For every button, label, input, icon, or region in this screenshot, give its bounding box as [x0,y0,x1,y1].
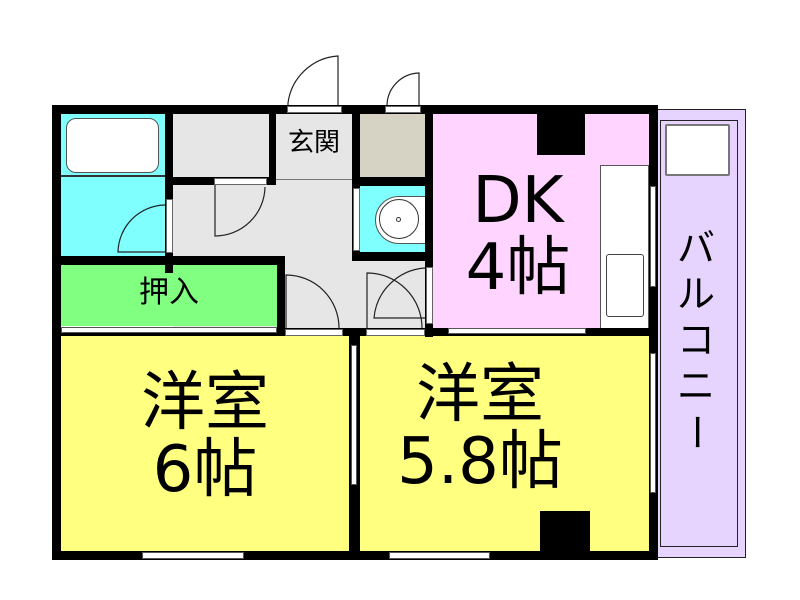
door-dk [426,267,433,324]
drain-icon [396,217,401,222]
door-hall-left [285,329,343,336]
oshiire-label: 押入 [139,275,199,310]
balcony-inner-border [660,120,738,547]
door-washroom [353,188,360,251]
western-room-1-label: 洋室 6帖 [61,366,349,508]
wall-shoe-bottom [352,177,433,186]
shoe-closet [360,114,425,177]
dk-size: 4帖 [465,231,571,306]
wall-oshiire-right [277,256,285,336]
stove [606,254,644,317]
wall-entrance-right [352,105,360,187]
balcony-char: ー [674,412,718,451]
window-room2-right [650,353,656,493]
balcony [652,109,746,558]
balcony-char: コ [676,318,715,362]
window-dk-right [650,186,656,287]
bathtub-line [61,175,165,177]
dk-label: DK 4帖 [433,164,603,306]
dk-pillar [537,114,585,155]
wall-bath-bottom [52,256,285,265]
balcony-label: バ ル コ ニ ー [672,225,720,455]
wall-washroom-bottom [352,252,433,261]
window-rooms-divider [351,345,357,485]
door-toilet [214,178,267,185]
wall-dk-left [425,105,433,337]
western-room-2 [360,336,649,551]
western-room-1-size: 6帖 [152,433,258,508]
bathtub [66,118,159,173]
western-room-2-label: 洋室 5.8帖 [360,358,600,500]
western-room-1-name: 洋室 [141,366,269,440]
entrance [276,114,352,180]
balcony-char: ニ [676,364,715,408]
wall-bath-toilet [165,105,173,273]
door-swing-shoe [386,72,420,106]
western-room-2-size: 5.8帖 [397,425,563,500]
oshiire [61,264,277,326]
window-room1-bottom [142,552,244,559]
western-room-2-pillar [540,511,590,552]
window-dk-bottom [448,328,586,334]
door-bathroom [166,199,173,253]
door-hall-right [366,329,425,336]
dk-name: DK [472,164,564,238]
door-swing-entrance [287,55,339,105]
western-room-1 [61,336,349,551]
wall-toilet-right [269,105,276,185]
balcony-char: バ [676,226,715,270]
balcony-aircon-unit [665,124,730,176]
window-oshiire [61,327,277,333]
door-entrance [287,106,342,113]
entrance-label: 玄関 [287,128,340,158]
western-room-2-name: 洋室 [416,358,544,432]
door-shoe-closet [385,106,421,113]
window-room2-bottom [389,552,490,559]
balcony-char: ル [676,272,715,316]
